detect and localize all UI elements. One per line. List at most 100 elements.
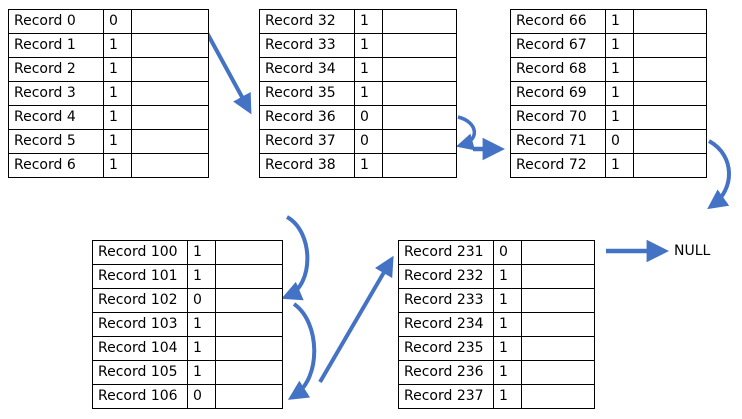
- record-empty-cell: [382, 105, 457, 130]
- null-terminator-label: NULL: [674, 243, 711, 259]
- record-flag: 1: [605, 9, 634, 34]
- record-flag: 1: [493, 264, 522, 289]
- table-row: Record 70 1: [510, 105, 707, 130]
- record-flag: 1: [187, 360, 216, 385]
- record-empty-cell: [215, 384, 283, 409]
- record-flag: 1: [103, 33, 132, 58]
- arrow-block4-to-block5: [318, 255, 394, 384]
- table-row: Record 104 1: [92, 336, 283, 361]
- table-row: Record 72 1: [510, 153, 707, 178]
- record-label: Record 105: [92, 360, 188, 385]
- table-row: Record 69 1: [510, 81, 707, 106]
- arrow-record36-to-record37: [455, 115, 476, 151]
- table-row: Record 231 0: [398, 240, 595, 265]
- record-label: Record 70: [510, 105, 606, 130]
- record-flag: 1: [354, 81, 383, 106]
- record-empty-cell: [215, 288, 283, 313]
- record-label: Record 32: [259, 9, 355, 34]
- table-row: Record 2 1: [8, 57, 209, 82]
- table-row: Record 236 1: [398, 360, 595, 385]
- record-flag: 1: [605, 153, 634, 178]
- table-row: Record 33 1: [259, 33, 457, 58]
- record-label: Record 33: [259, 33, 355, 58]
- record-label: Record 234: [398, 312, 494, 337]
- record-label: Record 72: [510, 153, 606, 178]
- record-label: Record 66: [510, 9, 606, 34]
- record-label: Record 236: [398, 360, 494, 385]
- record-label: Record 102: [92, 288, 188, 313]
- record-flag: 0: [493, 240, 522, 265]
- table-row: Record 103 1: [92, 312, 283, 337]
- record-block-3: Record 66 1 Record 67 1 Record 68 1 Reco…: [510, 9, 707, 178]
- record-label: Record 106: [92, 384, 188, 409]
- table-row: Record 66 1: [510, 9, 707, 34]
- record-label: Record 34: [259, 57, 355, 82]
- record-label: Record 5: [8, 129, 104, 154]
- table-row: Record 5 1: [8, 129, 209, 154]
- record-flag: 0: [103, 9, 132, 34]
- record-flag: 1: [103, 81, 132, 106]
- record-flag: 1: [493, 384, 522, 409]
- record-empty-cell: [215, 240, 283, 265]
- record-flag: 1: [187, 264, 216, 289]
- table-row: Record 32 1: [259, 9, 457, 34]
- record-label: Record 69: [510, 81, 606, 106]
- record-empty-cell: [382, 9, 457, 34]
- record-empty-cell: [131, 153, 209, 178]
- record-empty-cell: [633, 81, 707, 106]
- table-row: Record 3 1: [8, 81, 209, 106]
- arrow-block3-to-block4: [707, 139, 731, 210]
- record-flag: 1: [605, 81, 634, 106]
- record-label: Record 1: [8, 33, 104, 58]
- table-row: Record 101 1: [92, 264, 283, 289]
- record-flag: 1: [605, 105, 634, 130]
- record-empty-cell: [633, 33, 707, 58]
- table-row: Record 235 1: [398, 336, 595, 361]
- record-flag: 1: [605, 33, 634, 58]
- record-flag: 1: [103, 57, 132, 82]
- record-label: Record 0: [8, 9, 104, 34]
- record-label: Record 37: [259, 129, 355, 154]
- table-row: Record 1 1: [8, 33, 209, 58]
- table-row: Record 67 1: [510, 33, 707, 58]
- record-empty-cell: [521, 264, 595, 289]
- record-label: Record 231: [398, 240, 494, 265]
- record-flag: 1: [493, 288, 522, 313]
- record-flag: 1: [103, 129, 132, 154]
- record-empty-cell: [131, 105, 209, 130]
- record-flag: 1: [187, 312, 216, 337]
- record-empty-cell: [131, 9, 209, 34]
- table-row: Record 35 1: [259, 81, 457, 106]
- table-row: Record 4 1: [8, 105, 209, 130]
- record-label: Record 3: [8, 81, 104, 106]
- record-flag: 1: [354, 9, 383, 34]
- record-label: Record 6: [8, 153, 104, 178]
- record-empty-cell: [215, 336, 283, 361]
- record-empty-cell: [521, 240, 595, 265]
- record-flag: 1: [605, 57, 634, 82]
- arrow-into-record102: [281, 215, 310, 301]
- record-block-1: Record 0 0 Record 1 1 Record 2 1 Record …: [8, 9, 209, 178]
- record-label: Record 68: [510, 57, 606, 82]
- record-label: Record 67: [510, 33, 606, 58]
- record-flag: 1: [103, 105, 132, 130]
- arrow-block1-to-block2: [204, 30, 252, 115]
- record-label: Record 4: [8, 105, 104, 130]
- record-flag: 0: [354, 105, 383, 130]
- table-row: Record 100 1: [92, 240, 283, 265]
- record-empty-cell: [131, 57, 209, 82]
- table-row: Record 38 1: [259, 153, 457, 178]
- record-empty-cell: [382, 33, 457, 58]
- record-empty-cell: [382, 153, 457, 178]
- record-label: Record 235: [398, 336, 494, 361]
- record-empty-cell: [521, 288, 595, 313]
- table-row: Record 232 1: [398, 264, 595, 289]
- record-empty-cell: [633, 153, 707, 178]
- record-empty-cell: [382, 57, 457, 82]
- table-row: Record 233 1: [398, 288, 595, 313]
- record-empty-cell: [521, 360, 595, 385]
- table-row: Record 6 1: [8, 153, 209, 178]
- record-empty-cell: [131, 81, 209, 106]
- record-label: Record 38: [259, 153, 355, 178]
- record-block-2: Record 32 1 Record 33 1 Record 34 1 Reco…: [259, 9, 457, 178]
